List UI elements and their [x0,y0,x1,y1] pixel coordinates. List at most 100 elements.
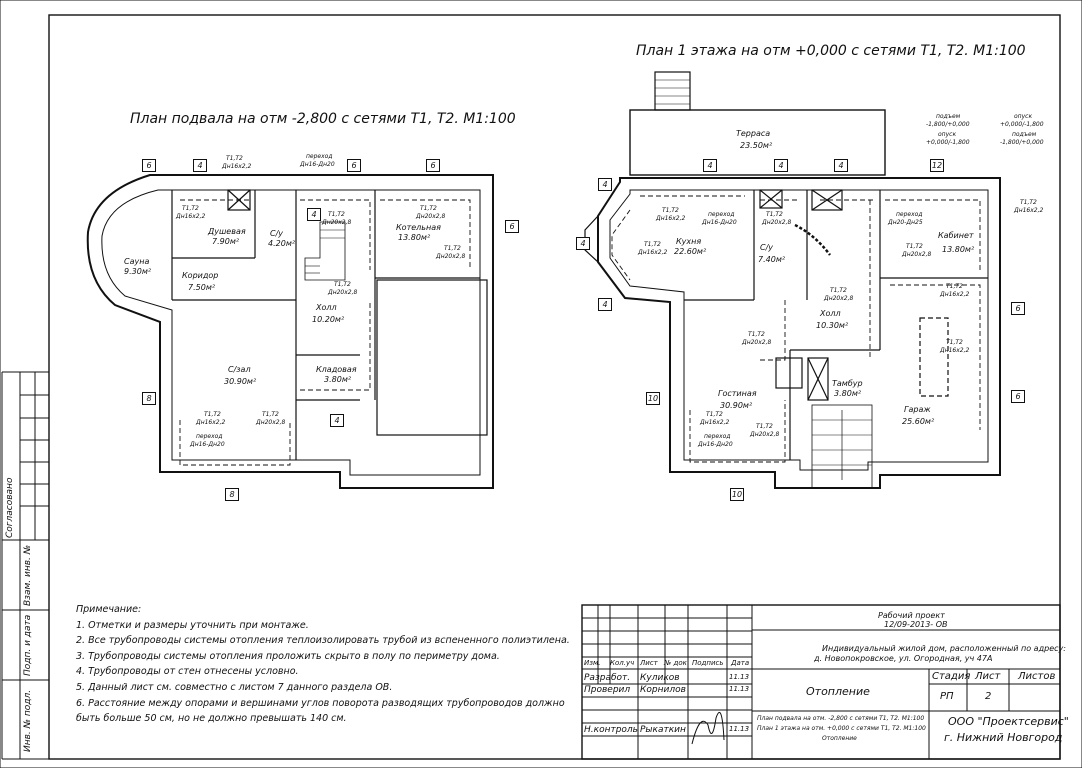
bsm-transition-2b: Дн16-Дн20 [190,441,225,448]
ff-pipe-label-10: Т1,Т2 [706,411,723,418]
tb-col-list: Лист [640,659,658,667]
room-hall2-area: 10.30м² [816,321,849,330]
ff-tag-7: 4 [774,159,788,172]
ff-tag-9: 6 [1011,390,1025,403]
tb-date-2: 11.13 [729,685,750,693]
room-kitchen-name: Кухня [676,237,702,246]
tb-date-1: 11.13 [729,673,750,681]
bsm-pipe-label-2: Т1,Т2 [182,205,199,212]
bsm-tag-3: 6 [347,159,361,172]
tb-col-doc: № док [664,659,687,667]
riser-left-2: -1,800/+0,000 [926,121,970,128]
bsm-tag-9: 8 [225,488,239,501]
ff-pipe-label-7b: Дн16х2,2 [940,291,970,298]
riser-right-2: +0,000/-1,800 [1000,121,1044,128]
bsm-pipe-label-7b: Дн16х2,2 [196,419,226,426]
note-2: 2. Все трубопроводы системы отопления те… [76,635,570,647]
room-hall2-name: Холл [820,309,841,318]
ff-pipe-label-5: Т1,Т2 [644,241,661,248]
ff-pipe-label-9b: Дн20х2,8 [742,339,772,346]
bsm-pipe-label-4b: Дн20х2,8 [416,213,446,220]
ff-pipe-label-1: Т1,Т2 [662,207,679,214]
bsm-pipe-label-4: Т1,Т2 [420,205,437,212]
room-wc-name: С/у [270,229,284,238]
room-vestibule-name: Тамбур [832,379,863,388]
tb-col-izm: Изм. [584,659,601,667]
ff-tag-10: 10 [646,392,660,405]
basement-title: План подвала на отм -2,800 с сетями Т1, … [130,111,516,127]
ff-pipe-label-2: Т1,Т2 [766,211,783,218]
bsm-tag-7: 8 [142,392,156,405]
ff-pipe-label-6: Т1,Т2 [830,287,847,294]
tb-stage: РП [940,691,954,702]
riser-right-1: опуск [1014,113,1033,120]
notes-block: Примечание: 1. Отметки и размеры уточнит… [76,602,570,727]
ff-tag-6: 4 [598,298,612,311]
bsm-pipe-label-3b: Дн20х2,8 [322,219,352,226]
bsm-pipe-label-6b: Дн20х2,8 [328,289,358,296]
ff-pipe-label-9: Т1,Т2 [748,331,765,338]
first-floor-walls [584,71,1001,489]
ff-transition-2b: Дн20-Дн25 [888,219,923,226]
title-block-frame [581,604,1061,760]
tb-code: 12/09-2013- ОВ [884,620,948,629]
bsm-transition-1: переход [306,153,333,160]
bsm-pipe-label-7: Т1,Т2 [204,411,221,418]
bsm-tag-4: 6 [426,159,440,172]
room-corridor-name: Коридор [182,271,219,280]
tb-sheet-title-1: План подвала на отм. -2,800 с сетями Т1,… [757,715,925,722]
room-terrace-name: Терраса [736,129,771,138]
sidebar-inv-replace: Взам. инв. № [23,544,33,606]
note-4: 4. Трубопроводы от стен отнесены условно… [76,666,299,678]
room-office-name: Кабинет [938,231,974,240]
ff-pipe-label-11: Т1,Т2 [756,423,773,430]
tb-sheet-title-3: Отопление [822,735,857,742]
room-vestibule-area: 3.80м² [834,389,862,398]
signature-scribble [691,712,725,745]
note-6: 6. Расстояние между опорами и вершинами … [76,697,565,709]
ff-transition-3b: Дн16-Дн20 [698,441,733,448]
ff-pipe-label-3: Т1,Т2 [906,243,923,250]
ff-transition-1: переход [708,211,735,218]
ff-transition-2: переход [896,211,923,218]
tb-address-2: д. Новопокровское, ул. Огородная, уч 47А [814,654,993,663]
ff-tag-4: 12 [930,159,944,172]
ff-pipe-label-6b: Дн20х2,8 [824,295,854,302]
note-3: 3. Трубопроводы системы отопления пролож… [76,650,500,662]
ff-tag-8: 6 [1011,302,1025,315]
bsm-pipe-label-5: Т1,Т2 [444,245,461,252]
bsm-tag-8: 4 [330,414,344,427]
ff-transition-3: переход [704,433,731,440]
bsm-tag-1: 6 [142,159,156,172]
tb-sheet-title-2: План 1 этажа на отм. +0,000 с сетями Т1,… [757,725,926,732]
room-storage-name: Кладовая [316,365,357,374]
riser-left-4: +0,000/-1,800 [926,139,970,146]
ff-pipe-label-7: Т1,Т2 [946,283,963,290]
tb-sheet: 2 [985,691,992,702]
tb-col-sign: Подпись [692,659,724,667]
tb-sheets-h: Листов [1018,671,1056,682]
ff-tag-1: 4 [703,159,717,172]
sidebar-agreed: Согласовано [5,477,15,538]
room-hall-name: Холл [316,303,337,312]
ff-tag-5: 4 [576,237,590,250]
riser-right-3: подъем [1012,131,1037,138]
note-1: 1. Отметки и размеры уточнить при монтаж… [76,619,309,631]
tb-city: г. Нижний Новгород [944,731,1063,744]
bsm-pipe-label-3: Т1,Т2 [328,211,345,218]
ff-pipe-label-1b: Дн16х2,2 [656,215,686,222]
room-living-name: Гостиная [718,389,757,398]
room-terrace-area: 23.50м² [740,141,773,150]
bsm-pipe-label-5b: Дн20х2,8 [436,253,466,260]
bsm-pipe-label-8b: Дн20х2,8 [256,419,286,426]
room-office-area: 13.80м² [942,245,975,254]
tb-name-1: Куликов [640,673,680,683]
ff-pipe-label-8b: Дн16х2,2 [940,347,970,354]
room-wc2-name: С/у [760,243,774,252]
ff-transition-1b: Дн16-Дн20 [702,219,737,226]
ff-pipe-label-4b: Дн16х2,2 [1014,207,1044,214]
room-garage-area: 25.60м² [902,417,935,426]
tb-date-3: 11.13 [729,725,750,733]
room-shower-name: Душевая [208,227,246,236]
